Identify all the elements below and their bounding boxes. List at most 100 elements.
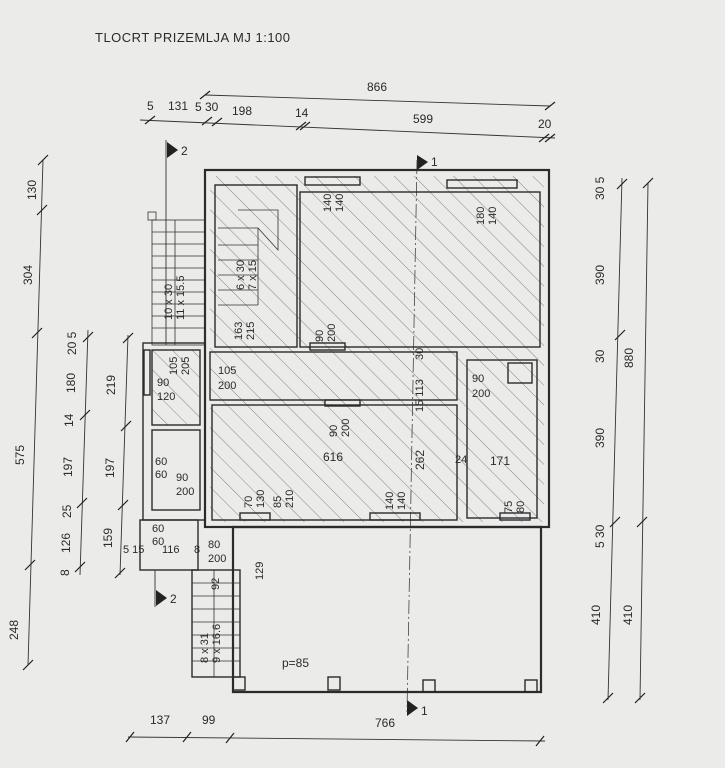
- opening-labels: 140 140 180 140 6 x 30 7 x 15 163 215 90…: [152, 194, 527, 663]
- dimension-label: 5 15: [123, 544, 144, 556]
- dim-top-overall: 866: [367, 80, 387, 94]
- dimension-label: 215: [245, 322, 257, 340]
- dimension-label: 92: [210, 578, 222, 590]
- dim-top: 5 30: [195, 100, 219, 114]
- dimension-label: 60: [155, 456, 167, 468]
- building-lower: [191, 525, 543, 694]
- dimension-label: 200: [176, 486, 194, 498]
- dimension-label: p=85: [282, 656, 309, 670]
- dimension-label: 11 x 15.5: [175, 276, 187, 320]
- dimension-label: 30 5: [593, 176, 607, 200]
- dim-top: 14: [295, 106, 309, 120]
- dimension-label: 60: [152, 523, 164, 535]
- dimension-label: 116: [162, 544, 180, 556]
- dimension-label: 6 x 30: [235, 260, 247, 290]
- dimension-label: 75: [503, 501, 515, 513]
- right-dimensions: 30 5 390 30 390 5 30 410 880 410: [589, 176, 654, 704]
- dimension-label: 219: [104, 375, 118, 395]
- dimension-label: 8: [58, 569, 72, 576]
- drawing-title: TLOCRT PRIZEMLJA MJ 1:100: [95, 30, 291, 45]
- dimension-label: 90: [176, 472, 188, 484]
- dimension-label: 126: [59, 533, 73, 553]
- outer-stair-upper: [147, 211, 206, 346]
- dimension-label: 8: [194, 544, 200, 556]
- dimension-label: 70: [243, 496, 255, 508]
- building-upper: [203, 168, 551, 529]
- dimension-label: 616: [323, 450, 343, 464]
- bottom-dimensions: 137 99 766: [125, 713, 546, 747]
- dimension-label: 24: [455, 454, 467, 466]
- dimension-label: 880: [622, 348, 636, 368]
- section-marker-2-top: 2: [165, 140, 188, 345]
- dimension-label: 80: [515, 501, 527, 513]
- dimension-label: 140: [396, 492, 408, 510]
- dimension-label: 140: [322, 194, 334, 212]
- dimension-label: 140: [487, 207, 499, 225]
- dimension-label: 90: [157, 377, 169, 389]
- dimension-label: 262: [413, 450, 427, 470]
- dimension-label: 200: [340, 419, 352, 437]
- dimension-label: 200: [218, 380, 236, 392]
- dimension-label: 129: [254, 562, 266, 580]
- dimension-label: 248: [7, 620, 21, 640]
- dimension-label: 60: [155, 469, 167, 481]
- inner-stair: [218, 209, 279, 306]
- left-dimensions: 130 304 575 248 20 5 180 14 197 25 126 8…: [7, 154, 134, 671]
- dimension-label: 159: [101, 528, 115, 548]
- dimension-label: 60: [152, 536, 164, 548]
- dimension-label: 180: [475, 207, 487, 225]
- dim-top: 20: [538, 117, 552, 131]
- dimension-label: 171: [490, 454, 510, 468]
- dimension-label: 8 x 31: [199, 633, 211, 663]
- dimension-label: 80: [208, 539, 220, 551]
- dimension-label: 304: [21, 265, 35, 285]
- dimension-label: 200: [326, 324, 338, 342]
- dimension-label: 90: [472, 373, 484, 385]
- dimension-label: 10 x 30: [163, 284, 175, 320]
- dimension-label: 1: [421, 704, 428, 718]
- dimension-label: 90: [328, 425, 340, 437]
- dimension-label: 99: [202, 713, 216, 727]
- dimension-label: 410: [621, 605, 635, 625]
- section-marker-1-top: 1: [417, 155, 438, 170]
- dimension-label: 105: [168, 357, 180, 375]
- dimension-label: 390: [593, 265, 607, 285]
- interior-dimensions: 30 15 113 616 262 24 171 116 5 15 8 129 …: [123, 348, 510, 670]
- dim-top: 131: [168, 99, 188, 113]
- dimension-label: 200: [208, 553, 226, 565]
- dimension-label: 30: [414, 348, 426, 360]
- dimension-label: 1: [431, 155, 438, 169]
- dimension-label: 30: [593, 349, 607, 363]
- dimension-label: 766: [375, 716, 395, 730]
- dimension-label: 2: [170, 592, 177, 606]
- dimension-label: 25: [60, 504, 74, 518]
- dimension-label: 205: [180, 357, 192, 375]
- dimension-label: 137: [150, 713, 170, 727]
- dimension-label: 140: [384, 492, 396, 510]
- top-dimensions: 866 5 131 5 30 198 14 599 20: [139, 80, 556, 143]
- dimension-label: 2: [181, 144, 188, 158]
- dim-top: 198: [232, 104, 252, 118]
- dimension-label: 180: [64, 373, 78, 393]
- dimension-label: 200: [472, 388, 490, 400]
- dimension-label: 130: [25, 180, 39, 200]
- dimension-label: 14: [62, 413, 76, 427]
- section-marker-1-bottom: 1: [407, 700, 428, 718]
- dimension-label: 5 30: [593, 524, 607, 548]
- dimension-label: 85: [272, 496, 284, 508]
- dimension-label: 390: [593, 428, 607, 448]
- dimension-label: 130: [255, 490, 267, 508]
- dimension-label: 90: [314, 330, 326, 342]
- dimension-label: 15 113: [414, 379, 426, 412]
- left-rooms: [139, 342, 206, 571]
- dim-top: 5: [147, 99, 154, 113]
- dim-top: 599: [413, 112, 433, 126]
- dimension-label: 197: [103, 458, 117, 478]
- dimension-label: 410: [589, 605, 603, 625]
- dimension-label: 120: [157, 391, 175, 403]
- dimension-label: 105: [218, 365, 236, 377]
- dimension-label: 20 5: [65, 331, 79, 355]
- dimension-label: 197: [61, 457, 75, 477]
- section-marker-2-bottom: 2: [154, 570, 177, 607]
